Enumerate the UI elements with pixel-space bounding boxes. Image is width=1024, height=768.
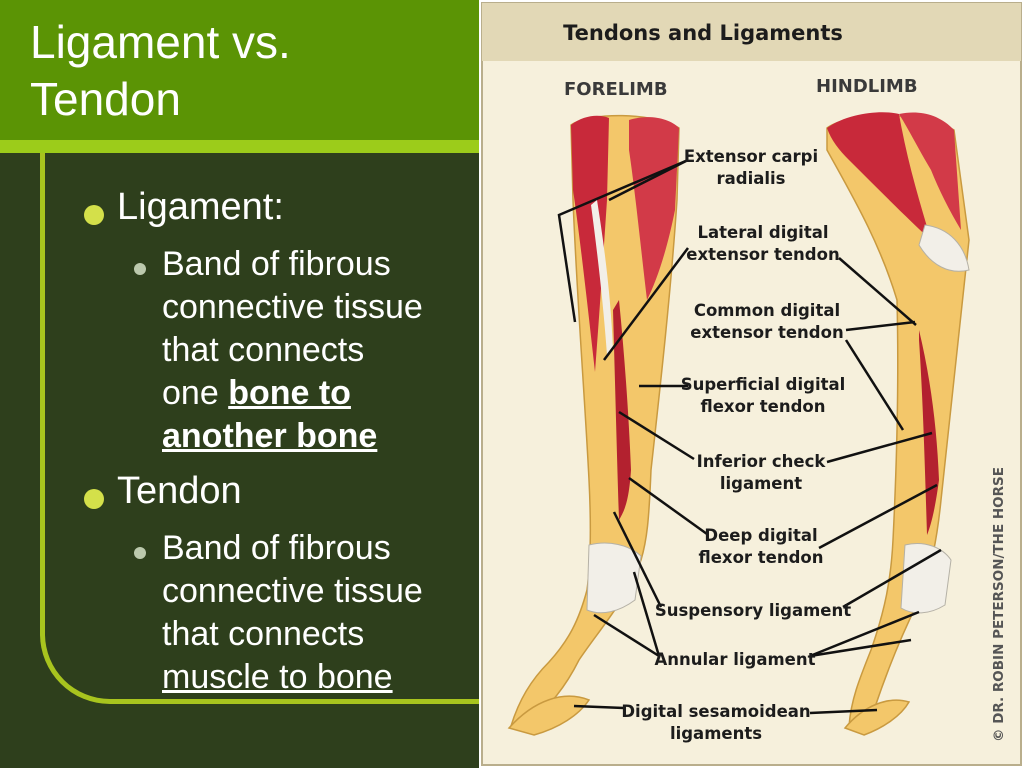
leader-line — [573, 704, 625, 710]
leader-line — [809, 638, 912, 658]
bullet-dot — [84, 489, 104, 509]
leader-line — [845, 320, 916, 332]
hindlimb-heading: HINDLIMB — [816, 76, 918, 97]
sub-bullet-dot — [134, 547, 146, 559]
label-inferior-check-ligament: Inferior check — [697, 452, 827, 471]
ligament-definition-prefix: one — [162, 374, 229, 412]
label-extensor-carpi-radialis: Extensor carpi — [684, 147, 818, 166]
bullet-tendon-label: Tendon — [117, 470, 242, 512]
leader-line — [557, 158, 689, 323]
leader-line — [603, 247, 689, 361]
bullet-ligament-label: Ligament: — [117, 186, 284, 228]
leader-line — [809, 610, 920, 658]
tendon-definition-line: connective tissue — [162, 572, 423, 610]
label-deep-digital-flexor-tendon: flexor tendon — [699, 548, 824, 567]
forelimb-hoof — [507, 695, 591, 736]
label-lateral-digital-extensor-tendon: extensor tendon — [686, 245, 839, 264]
ligament-emphasis: bone to — [228, 374, 351, 412]
label-inferior-check-ligament: ligament — [720, 474, 802, 493]
ligament-definition-line: that connects — [162, 331, 365, 369]
leader-line — [838, 257, 917, 326]
ligament-emphasis: another bone — [162, 417, 378, 455]
leader-line — [842, 548, 942, 609]
content-frame — [40, 153, 535, 704]
forelimb-illustration — [507, 114, 680, 736]
leader-line — [608, 158, 689, 202]
figure-title: Tendons and Ligaments — [563, 21, 843, 45]
anatomy-diagram: Tendons and Ligaments FORELIMB HINDLIMB — [481, 2, 1022, 766]
tendon-definition-line: Band of fibrous — [162, 529, 391, 567]
slide-title: Ligament vs. Tendon — [30, 14, 291, 128]
label-suspensory-ligament: Suspensory ligament — [655, 601, 851, 620]
bullet-dot — [84, 205, 104, 225]
label-deep-digital-flexor-tendon: Deep digital — [704, 526, 817, 545]
ligament-definition: Band of fibrous connective tissue that c… — [162, 243, 423, 458]
leader-line — [818, 483, 938, 550]
anatomy-labels: Extensor carpi radialis Lateral digital … — [621, 147, 851, 743]
leader-line — [612, 511, 663, 608]
ligament-definition-line: one bone to — [162, 372, 423, 415]
leader-line — [632, 571, 661, 657]
leader-line — [826, 431, 933, 464]
tendon-emphasis: muscle to bone — [162, 658, 393, 696]
slide-title-line-2: Tendon — [30, 73, 181, 125]
sub-bullet-dot — [134, 263, 146, 275]
forelimb-fetlock-sheath — [586, 542, 642, 614]
forelimb-bone — [509, 114, 680, 728]
leader-line — [618, 410, 695, 461]
leader-line — [628, 476, 708, 536]
hindlimb-muscle-back — [899, 112, 961, 230]
ligament-definition-line: Band of fibrous — [162, 245, 391, 283]
hindlimb-hock-sheath — [918, 224, 970, 272]
forelimb-muscle-front — [571, 115, 609, 372]
tendons-ligaments-figure: Tendons and Ligaments FORELIMB HINDLIMB — [479, 0, 1024, 768]
image-credit: © DR. ROBIN PETERSON/THE HORSE — [991, 467, 1007, 742]
label-common-digital-extensor-tendon: extensor tendon — [690, 323, 843, 342]
label-common-digital-extensor-tendon: Common digital — [694, 301, 840, 320]
tendon-definition: Band of fibrous connective tissue that c… — [162, 527, 423, 699]
label-lateral-digital-extensor-tendon: Lateral digital — [697, 223, 828, 242]
ligament-definition-line: connective tissue — [162, 288, 423, 326]
forelimb-heading: FORELIMB — [564, 79, 668, 100]
label-superficial-digital-flexor-tendon: flexor tendon — [701, 397, 826, 416]
forelimb-muscle-back — [629, 117, 679, 300]
label-annular-ligament: Annular ligament — [655, 650, 816, 669]
figure-title-band — [482, 3, 1021, 61]
hindlimb-flexor-muscle — [919, 330, 939, 535]
forelimb-flexor-muscle — [613, 300, 631, 520]
label-digital-sesamoidean-ligaments: ligaments — [670, 724, 762, 743]
leader-lines — [557, 158, 942, 715]
tendon-definition-line: that connects — [162, 615, 365, 653]
forelimb-tendon — [591, 200, 613, 355]
leader-line — [593, 613, 660, 658]
hindlimb-fetlock-sheath — [900, 543, 952, 614]
leader-line — [844, 339, 905, 431]
hindlimb-muscle-front — [827, 112, 931, 240]
label-extensor-carpi-radialis: radialis — [716, 169, 785, 188]
label-digital-sesamoidean-ligaments: Digital sesamoidean — [621, 702, 810, 721]
leader-line — [809, 708, 878, 715]
label-superficial-digital-flexor-tendon: Superficial digital — [681, 375, 846, 394]
slide-title-line-1: Ligament vs. — [30, 16, 291, 68]
